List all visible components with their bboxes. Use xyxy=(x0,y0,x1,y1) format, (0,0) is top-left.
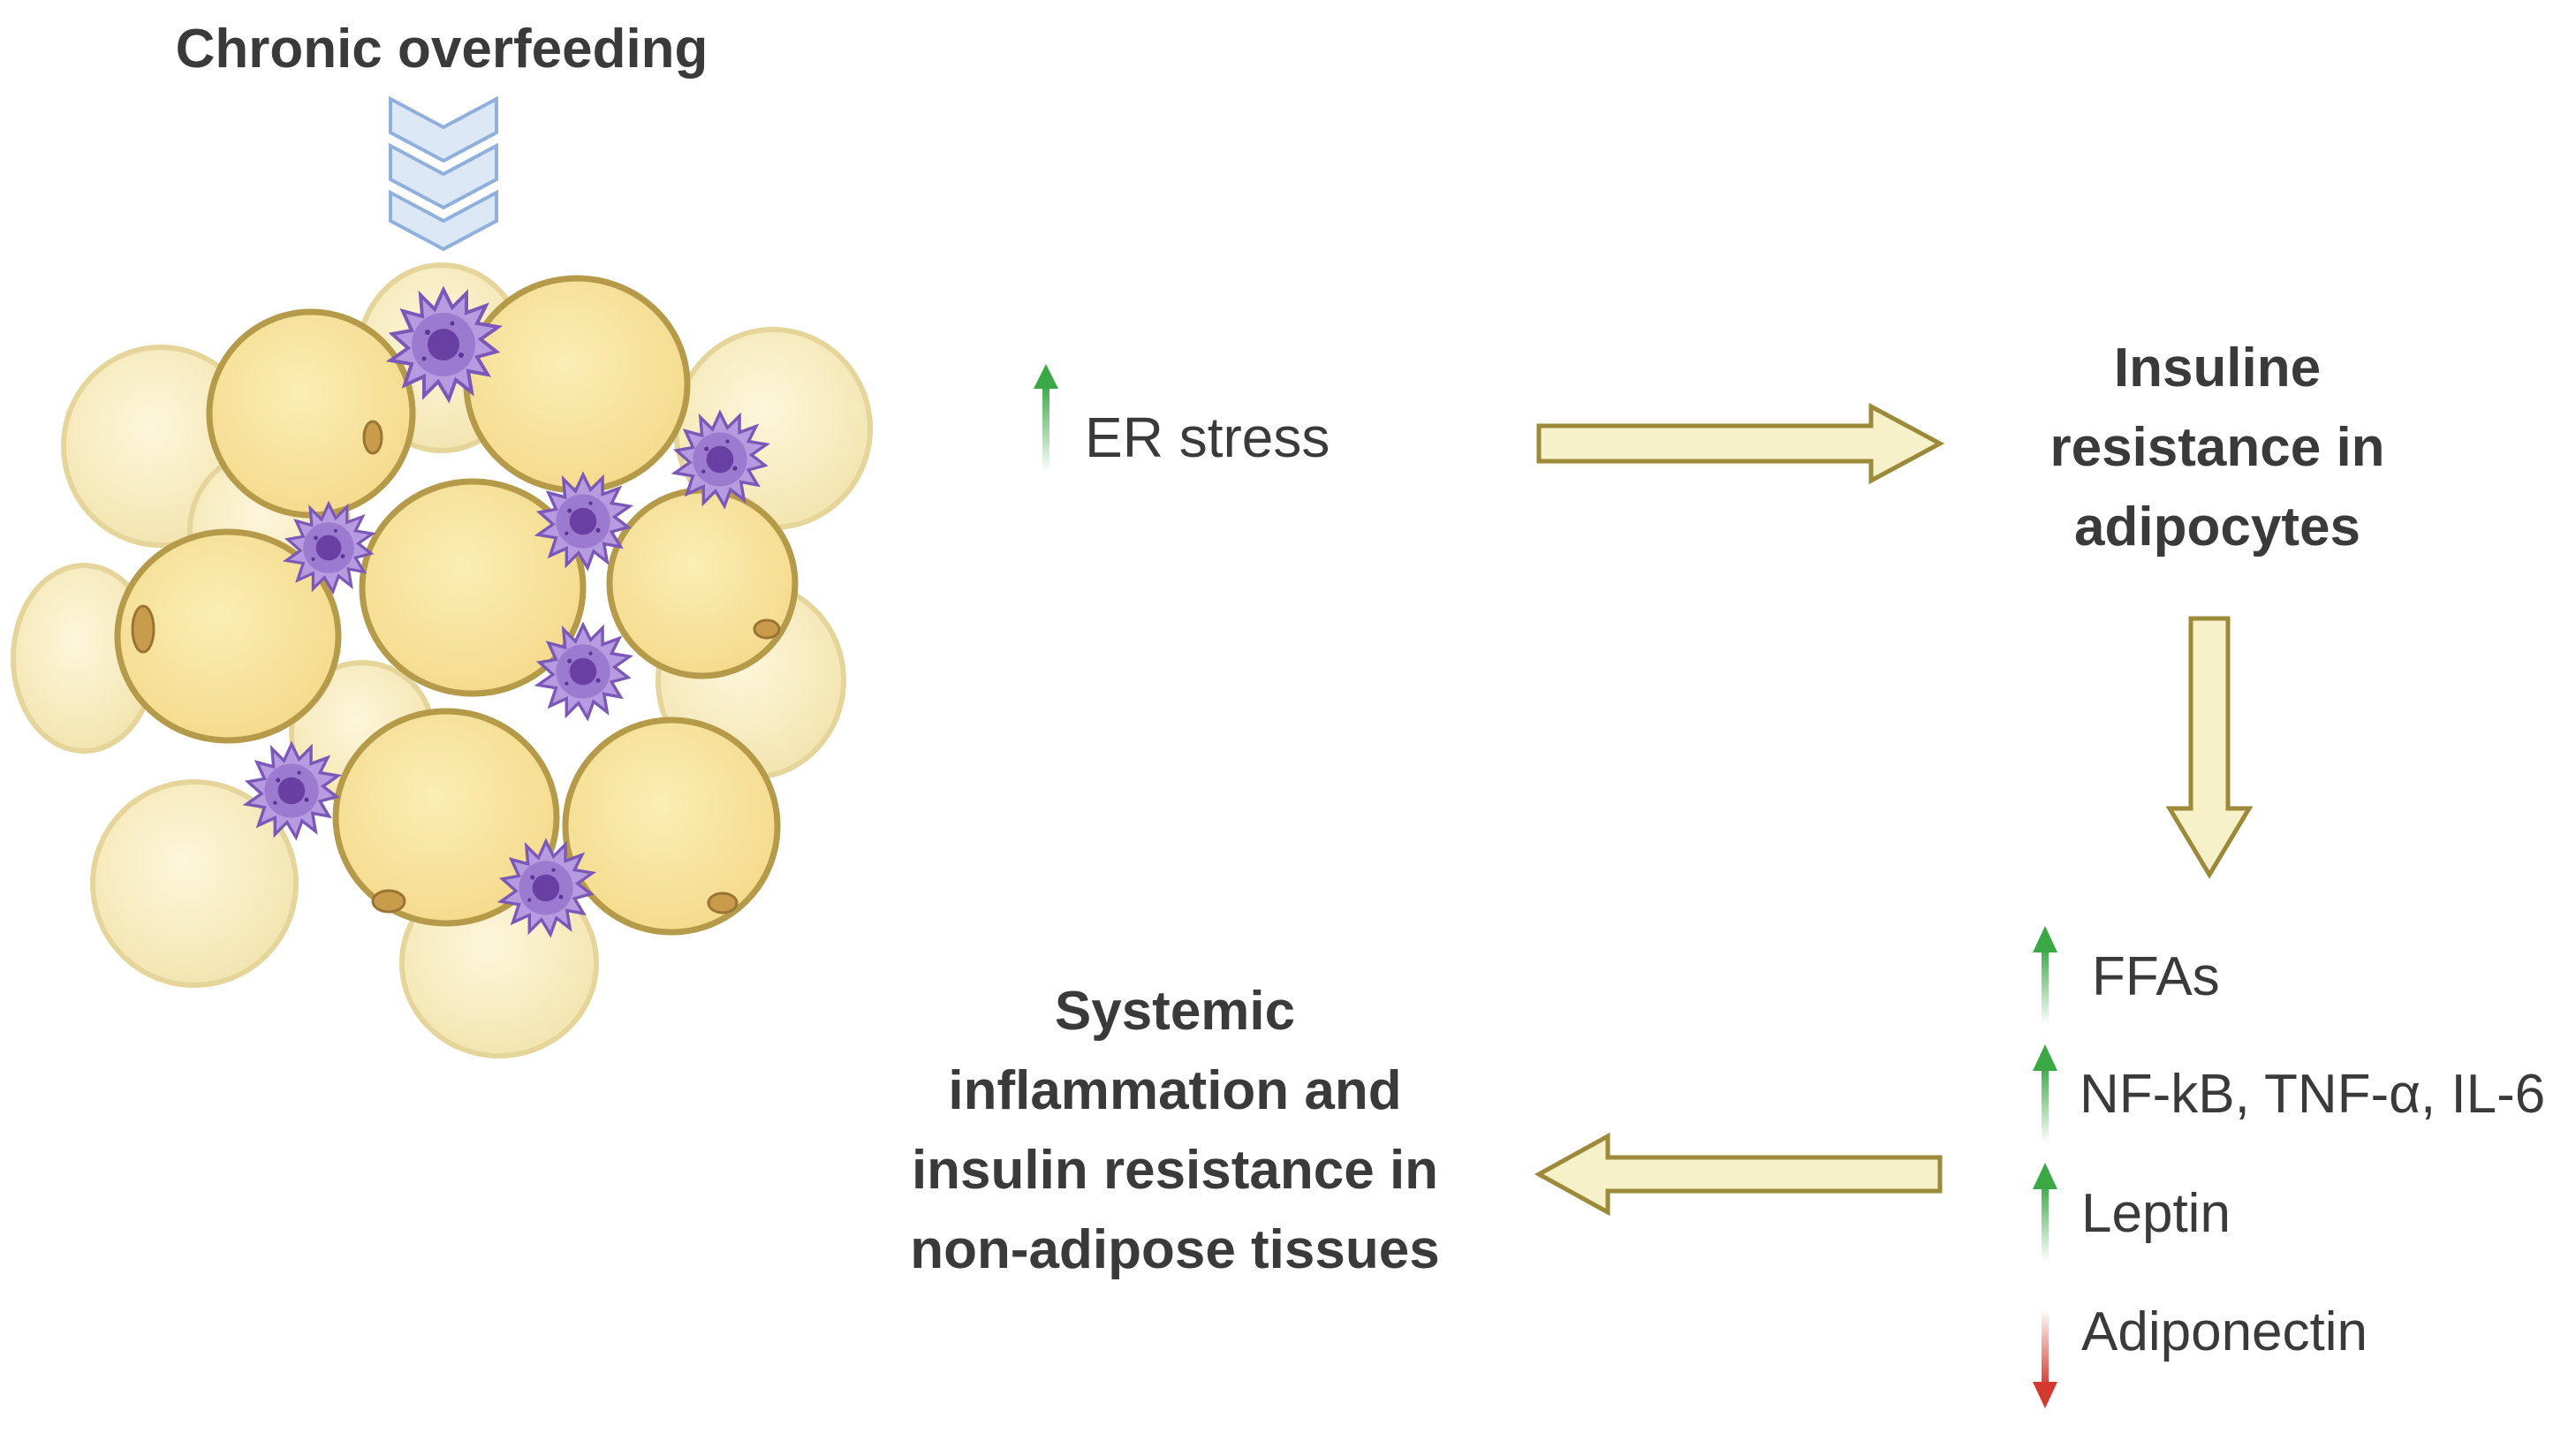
systemic-line-3: insulin resistance in xyxy=(911,1140,1439,1201)
marker-leptin: Leptin xyxy=(2081,1183,2231,1244)
insulin-line-3: adipocytes xyxy=(2074,497,2360,558)
diagram-title: Chronic overfeeding xyxy=(175,19,708,80)
systemic-line-4: non-adipose tissues xyxy=(910,1219,1440,1280)
systemic-line-1: Systemic xyxy=(1054,981,1296,1042)
left-flow-arrow xyxy=(1534,1132,1943,1217)
marker-nfkb-tnf-il6: NF-kB, TNF-α, IL-6 xyxy=(2080,1064,2546,1125)
adipocyte-nuclei xyxy=(131,420,781,914)
insulin-resistance-adipocytes-label: Insuline resistance in adipocytes xyxy=(1961,329,2474,567)
adiponectin-down-arrow-icon xyxy=(2033,1309,2057,1408)
insulin-line-2: resistance in xyxy=(2049,417,2385,478)
insulin-line-1: Insuline xyxy=(2113,338,2322,398)
er-stress-label: ER stress xyxy=(1085,406,1330,469)
right-flow-arrow xyxy=(1536,402,1945,485)
down-flow-arrow xyxy=(2165,616,2254,879)
systemic-line-2: inflammation and xyxy=(948,1060,1402,1121)
systemic-inflammation-label: Systemic inflammation and insulin resist… xyxy=(848,972,1502,1290)
er-stress-up-arrow-icon xyxy=(1034,364,1058,473)
adipose-tissue-illustration xyxy=(11,262,873,1058)
nfkb-up-arrow-icon xyxy=(2033,1044,2057,1143)
leptin-up-arrow-icon xyxy=(2033,1163,2057,1262)
ffas-up-arrow-icon xyxy=(2033,926,2057,1025)
marker-adiponectin: Adiponectin xyxy=(2081,1301,2368,1362)
marker-ffas: FFAs xyxy=(2092,946,2220,1007)
overfeeding-chevron-icon xyxy=(389,95,498,252)
